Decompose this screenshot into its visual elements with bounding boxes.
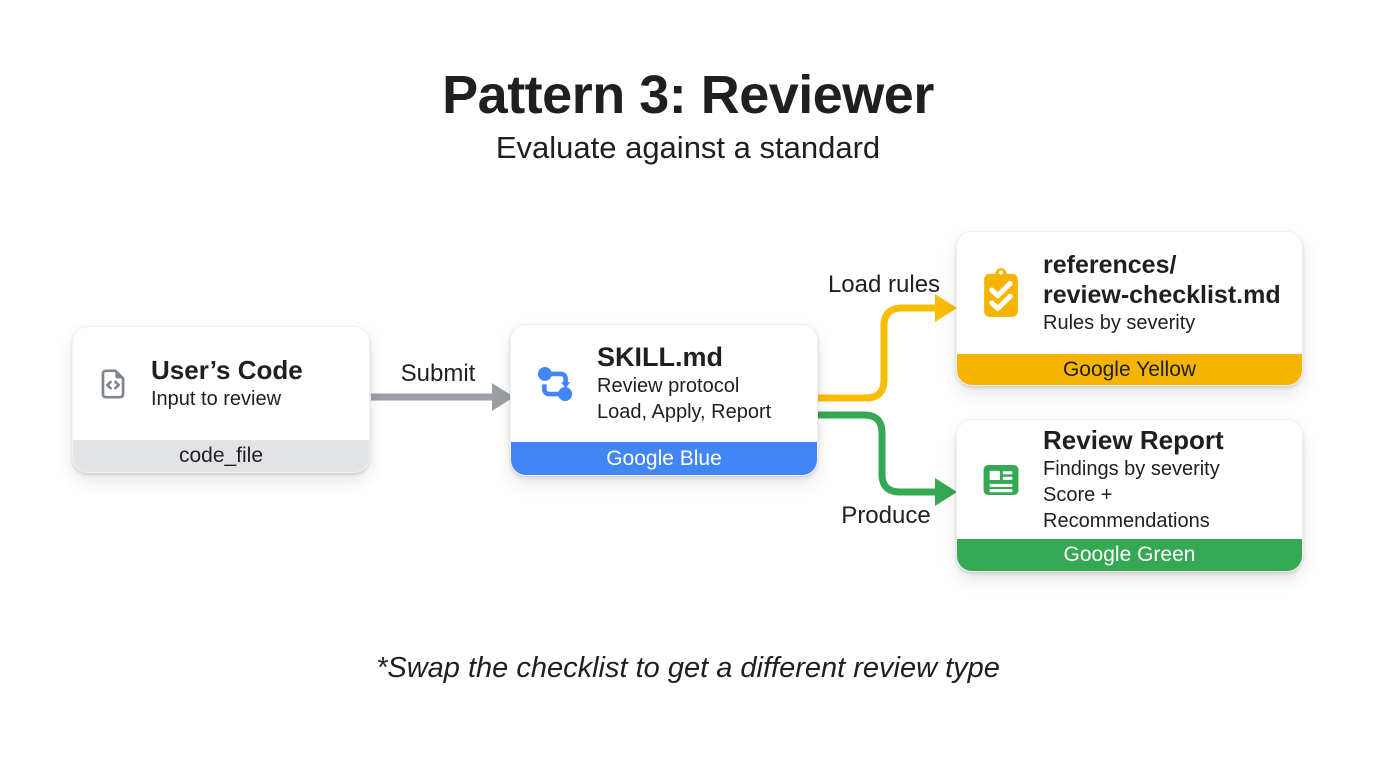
node-users-code: User’s Code Input to review code_file xyxy=(72,326,370,473)
node-users-code-line: Input to review xyxy=(151,388,282,410)
node-checklist-body: references/ review-checklist.md Rules by… xyxy=(957,232,1302,354)
node-skill-title: SKILL.md xyxy=(597,342,723,372)
code-file-icon xyxy=(95,362,131,406)
submit-arrow xyxy=(371,383,514,411)
node-skill-body: SKILL.md Review protocol Load, Apply, Re… xyxy=(511,325,817,442)
node-skill: SKILL.md Review protocol Load, Apply, Re… xyxy=(510,324,818,476)
node-report-line-1: Findings by severity xyxy=(1043,458,1220,480)
load-rules-arrow-label: Load rules xyxy=(827,271,941,298)
produce-arrow-label: Produce xyxy=(841,502,931,529)
node-skill-line-1: Review protocol xyxy=(597,375,740,397)
node-checklist-line: Rules by severity xyxy=(1043,312,1196,334)
node-checklist-title-line1: references/ xyxy=(1043,251,1177,279)
report-document-icon xyxy=(979,458,1023,502)
node-checklist-title-line2: review-checklist.md xyxy=(1043,281,1281,309)
footnote: *Swap the checklist to get a different r… xyxy=(376,652,1000,684)
node-report-line-2: Score + Recommendations xyxy=(1043,484,1210,532)
page-title: Pattern 3: Reviewer xyxy=(442,65,934,125)
checklist-clipboard-icon xyxy=(979,267,1023,319)
node-checklist-text: references/ review-checklist.md Rules by… xyxy=(1043,250,1281,336)
produce-arrow xyxy=(815,411,957,506)
node-skill-badge: Google Blue xyxy=(511,442,817,475)
node-report-text: Review Report Findings by severity Score… xyxy=(1043,425,1284,534)
node-skill-line-2: Load, Apply, Report xyxy=(597,401,772,423)
page-subtitle: Evaluate against a standard xyxy=(495,130,881,165)
node-report-title: Review Report xyxy=(1043,425,1224,455)
submit-arrow-label: Submit xyxy=(400,360,476,387)
node-checklist-badge: Google Yellow xyxy=(957,354,1302,385)
node-skill-text: SKILL.md Review protocol Load, Apply, Re… xyxy=(597,342,771,425)
node-users-code-text: User’s Code Input to review xyxy=(151,355,303,412)
node-checklist: references/ review-checklist.md Rules by… xyxy=(956,231,1303,386)
node-report: Review Report Findings by severity Score… xyxy=(956,419,1303,572)
node-report-body: Review Report Findings by severity Score… xyxy=(957,420,1302,539)
workflow-icon xyxy=(533,362,577,406)
load-rules-arrow xyxy=(815,294,957,402)
node-users-code-title: User’s Code xyxy=(151,355,303,385)
node-users-code-body: User’s Code Input to review xyxy=(73,327,369,440)
node-report-badge: Google Green xyxy=(957,539,1302,571)
node-users-code-badge: code_file xyxy=(73,440,369,472)
